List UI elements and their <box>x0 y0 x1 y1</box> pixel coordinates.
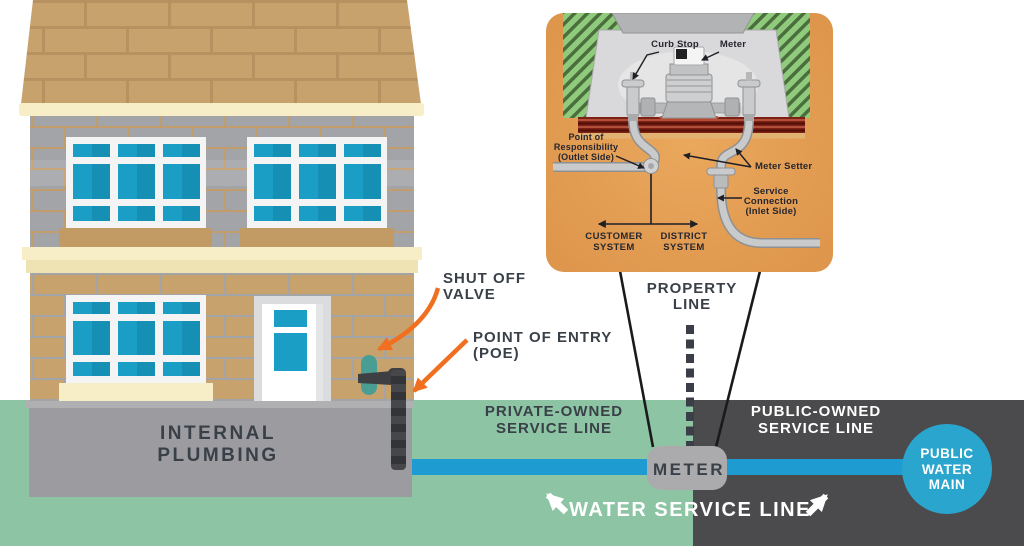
roof <box>21 0 421 104</box>
internal-plumbing-label: INTERNAL PLUMBING <box>157 423 279 466</box>
house <box>19 0 424 401</box>
point-of-entry-pipe <box>358 355 406 470</box>
meter-box-label: METER <box>653 460 725 479</box>
floor-band <box>22 247 422 260</box>
private-service-line-label: PRIVATE-OWNED SERVICE LINE <box>484 403 624 437</box>
inset-service-connection-label: Service Connection (Inlet Side) <box>743 186 799 217</box>
inset-pit-lid <box>611 13 755 34</box>
point-of-entry-label: POINT OF ENTRY (POE) <box>473 329 613 362</box>
inset-callout-lines <box>618 270 762 448</box>
inset-meter-label: Meter <box>719 39 747 50</box>
inset-service-connection-fitting <box>706 167 736 189</box>
front-door <box>254 296 331 401</box>
window-sill <box>59 383 213 401</box>
shut-off-valve-label: SHUT OFF VALVE <box>443 270 526 303</box>
public-water-main-circle <box>902 424 992 514</box>
water-service-line-arrows <box>545 492 829 517</box>
meter-box <box>647 446 727 490</box>
inset-meter-assembly <box>621 46 761 121</box>
house-foundation <box>26 400 414 497</box>
inset-meter-device <box>661 46 717 119</box>
roof-fascia <box>19 103 424 116</box>
orange-callout-arrows <box>377 287 469 393</box>
inset-district-system-label: DISTRICT SYSTEM <box>660 231 708 253</box>
inset-meter-setter-label: Meter Setter <box>755 161 813 172</box>
shut-off-valve-arrow <box>377 287 441 352</box>
upper-left-window <box>66 137 206 228</box>
inset-annotation-lines <box>597 51 752 228</box>
meter-pit-inset <box>546 13 833 272</box>
inset-customer-system-label: CUSTOMER SYSTEM <box>585 231 643 253</box>
inset-right-valve <box>737 72 761 121</box>
inset-curb-stop-valve <box>621 72 645 121</box>
inset-curb-stop-label: Curb Stop <box>651 39 699 50</box>
public-water-main-label: PUBLIC WATER MAIN <box>920 446 974 492</box>
water-service-line-label: WATER SERVICE LINE <box>569 499 811 521</box>
point-of-entry-arrow <box>412 338 469 393</box>
upper-right-window <box>247 137 387 228</box>
lower-window <box>59 295 213 401</box>
inset-point-of-responsibility-label: Point of Responsibility (Outlet Side) <box>553 132 619 162</box>
public-service-line-label: PUBLIC-OWNED SERVICE LINE <box>750 403 882 437</box>
property-line-label: PROPERTY LINE <box>646 280 738 313</box>
